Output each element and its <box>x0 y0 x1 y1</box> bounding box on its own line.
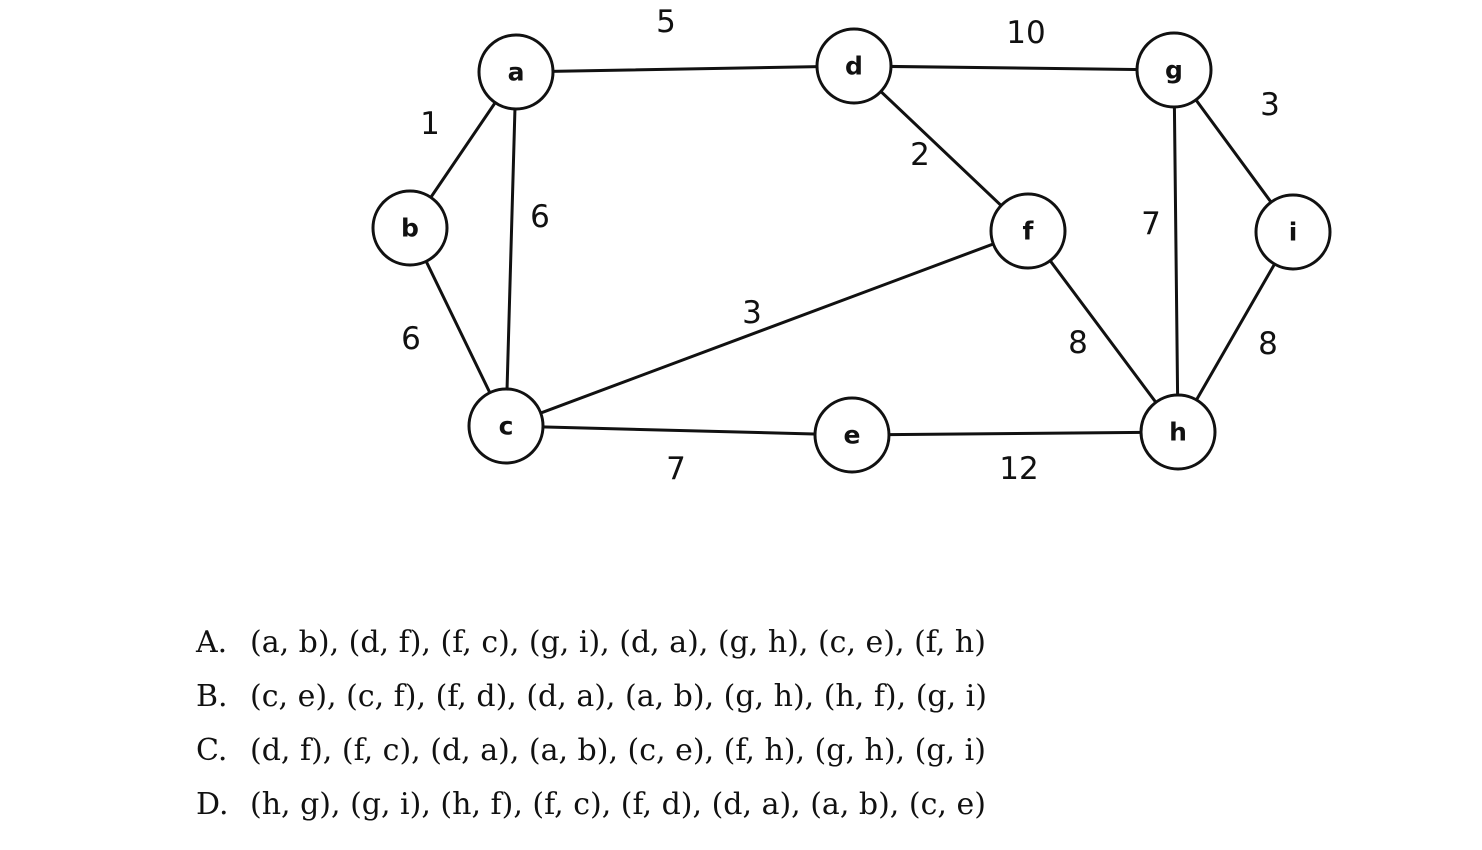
answer-option-b: B. (c, e), (c, f), (f, d), (d, a), (a, b)… <box>196 670 987 724</box>
node-label: i <box>1289 218 1298 247</box>
option-text: (h, g), (g, i), (h, f), (f, c), (f, d), … <box>250 787 986 822</box>
option-text: (c, e), (c, f), (f, d), (d, a), (a, b), … <box>250 679 987 714</box>
node-circle <box>467 387 545 465</box>
node-label: b <box>401 214 419 243</box>
edge-weight-a-c: 6 <box>530 199 550 235</box>
option-letter: D. <box>196 787 229 822</box>
edge-weight-i-h: 8 <box>1258 326 1278 362</box>
node-circle <box>1135 31 1213 109</box>
node-b: b <box>371 189 449 267</box>
edge-weight-c-f: 3 <box>742 295 762 331</box>
edge-weight-g-h: 7 <box>1141 206 1161 242</box>
graph-edges <box>408 64 1295 437</box>
node-h: h <box>1139 393 1217 471</box>
node-label: h <box>1169 418 1187 447</box>
option-letter: C. <box>196 733 228 768</box>
node-label: g <box>1165 56 1183 85</box>
node-circle <box>1139 393 1217 471</box>
node-label: f <box>1023 217 1035 246</box>
node-f: f <box>989 192 1067 270</box>
node-label: c <box>499 412 514 441</box>
edge-weight-c-e: 7 <box>666 451 686 487</box>
answer-option-c: C. (d, f), (f, c), (d, a), (a, b), (c, e)… <box>196 724 987 778</box>
node-circle <box>371 189 449 267</box>
option-letter: A. <box>196 625 228 660</box>
answer-options: A. (a, b), (d, f), (f, c), (g, i), (d, a)… <box>196 616 987 832</box>
answer-option-d: D. (h, g), (g, i), (h, f), (f, c), (f, d)… <box>196 778 987 832</box>
graph-nodes: a b c d e f g h i <box>371 27 1332 474</box>
weighted-graph-diagram: 1 5 6 6 10 2 3 7 12 8 7 3 8 a b c d e f g h i <box>371 4 1332 487</box>
edge-weight-a-b: 1 <box>420 106 440 142</box>
graph-edge-weights: 1 5 6 6 10 2 3 7 12 8 7 3 8 <box>401 4 1280 487</box>
option-letter: B. <box>196 679 228 714</box>
node-label: d <box>845 52 863 81</box>
edge-weight-e-h: 12 <box>999 451 1038 487</box>
option-text: (d, f), (f, c), (d, a), (a, b), (c, e), … <box>250 733 986 768</box>
node-circle <box>1254 193 1332 271</box>
edge-g-h <box>1172 68 1180 434</box>
node-label: a <box>508 58 525 87</box>
edge-weight-f-h: 8 <box>1068 325 1088 361</box>
node-label: e <box>844 421 861 450</box>
edge-weight-g-i: 3 <box>1260 87 1280 123</box>
edge-f-h <box>1026 229 1180 434</box>
node-circle <box>989 192 1067 270</box>
node-circle <box>815 27 893 105</box>
node-a: a <box>477 33 555 111</box>
edge-a-c <box>504 70 518 428</box>
edge-c-e <box>504 424 854 437</box>
node-d: d <box>815 27 893 105</box>
edge-c-f <box>504 229 1030 428</box>
edge-e-h <box>850 430 1180 437</box>
edge-weight-a-d: 5 <box>656 4 676 40</box>
node-c: c <box>467 387 545 465</box>
option-text: (a, b), (d, f), (f, c), (g, i), (d, a), … <box>250 625 986 660</box>
answer-option-a: A. (a, b), (d, f), (f, c), (g, i), (d, a)… <box>196 616 987 670</box>
edge-weight-d-f: 2 <box>910 137 930 173</box>
node-i: i <box>1254 193 1332 271</box>
edge-d-f <box>852 64 1030 233</box>
node-circle <box>813 396 891 474</box>
edge-weight-b-c: 6 <box>401 321 421 357</box>
node-circle <box>477 33 555 111</box>
edge-d-g <box>852 64 1176 72</box>
edge-weight-d-g: 10 <box>1006 15 1045 51</box>
node-g: g <box>1135 31 1213 109</box>
node-e: e <box>813 396 891 474</box>
edge-a-d <box>514 64 856 74</box>
